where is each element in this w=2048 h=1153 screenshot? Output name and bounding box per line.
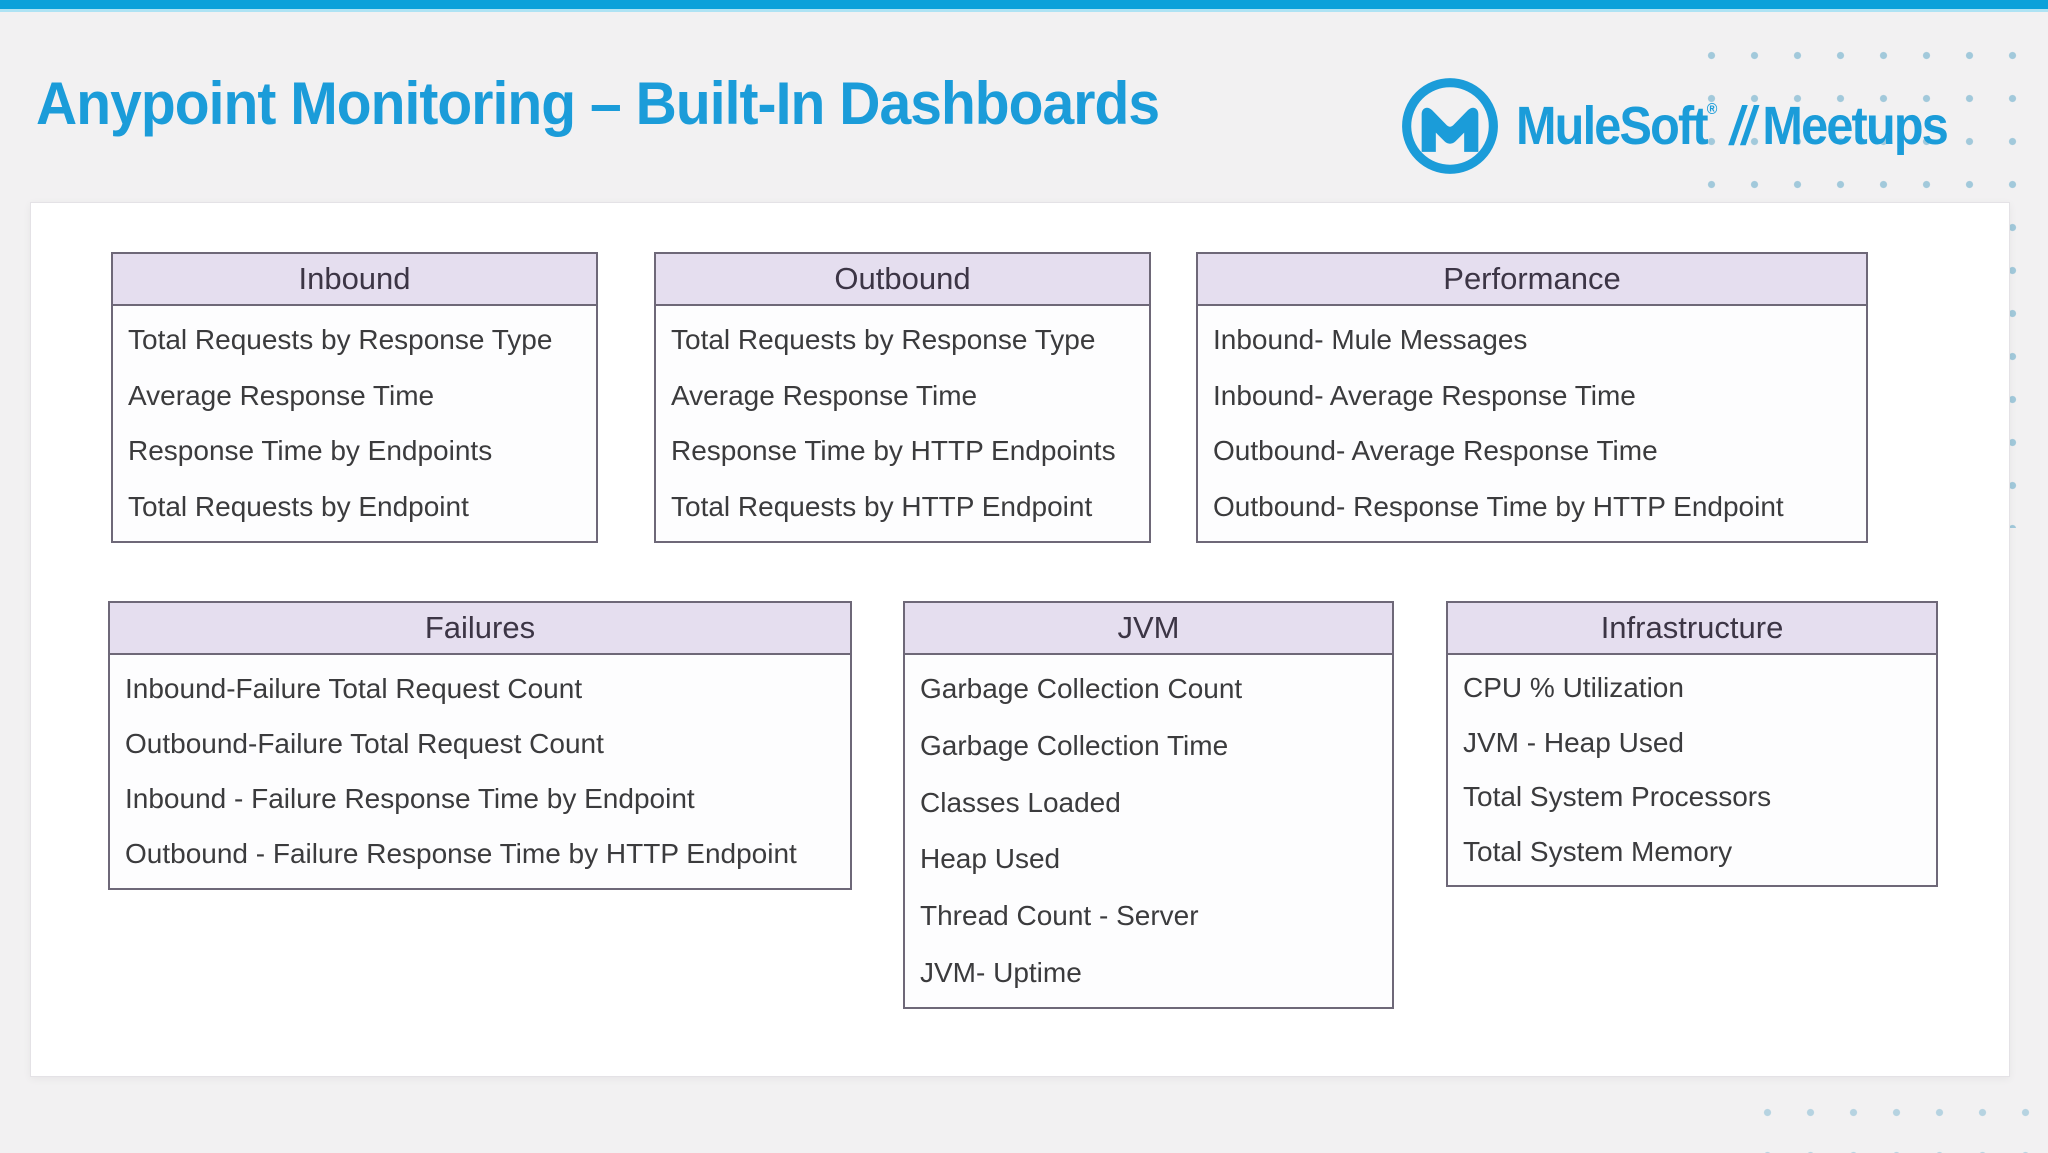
slide-title: Anypoint Monitoring – Built-In Dashboard… xyxy=(36,70,1160,137)
table-failures: Failures Inbound-Failure Total Request C… xyxy=(108,601,852,890)
table-header: Performance xyxy=(1198,254,1866,306)
table-header: Inbound xyxy=(113,254,596,306)
table-item: Total System Memory xyxy=(1463,835,1733,867)
brand-program: Meetups xyxy=(1762,96,1948,156)
brand-name: MuleSoft xyxy=(1516,96,1709,156)
table-item: Heap Used xyxy=(920,843,1061,875)
table-item: Outbound-Failure Total Request Count xyxy=(125,727,604,759)
table-item: Total System Processors xyxy=(1463,781,1772,813)
table-item: JVM - Heap Used xyxy=(1463,726,1684,758)
table-header: JVM xyxy=(905,603,1392,655)
dot-pattern-bottom-right-icon xyxy=(1746,1091,2048,1153)
table-header: Failures xyxy=(110,603,850,655)
table-item: Outbound - Failure Response Time by HTTP… xyxy=(125,838,797,870)
brand-separator: // xyxy=(1730,96,1755,156)
table-item: Thread Count - Server xyxy=(920,900,1199,932)
table-item: Inbound - Failure Response Time by Endpo… xyxy=(125,783,695,815)
table-item: Average Response Time xyxy=(128,379,435,411)
table-header: Infrastructure xyxy=(1448,603,1936,655)
table-item: Inbound-Failure Total Request Count xyxy=(125,672,583,704)
table-item: Outbound- Response Time by HTTP Endpoint xyxy=(1213,491,1784,523)
table-item: Outbound- Average Response Time xyxy=(1213,435,1658,467)
mulesoft-m-logo-icon xyxy=(1402,78,1498,174)
table-item: Inbound- Mule Messages xyxy=(1213,323,1528,355)
table-item: Total Requests by Response Type xyxy=(671,323,1096,355)
table-item: Garbage Collection Time xyxy=(920,730,1229,761)
brand-text: MuleSoft® //Meetups xyxy=(1516,95,1949,157)
table-item: Response Time by Endpoints xyxy=(128,435,493,467)
registered-mark: ® xyxy=(1706,101,1718,118)
top-accent-bar xyxy=(0,0,2048,12)
brand-lockup: MuleSoft® //Meetups xyxy=(1400,74,1995,178)
table-item: Response Time by HTTP Endpoints xyxy=(671,435,1116,467)
table-item: Inbound- Average Response Time xyxy=(1213,379,1636,411)
table-item: Total Requests by Endpoint xyxy=(128,491,469,523)
table-header: Outbound xyxy=(656,254,1149,306)
table-item: Total Requests by Response Type xyxy=(128,323,553,355)
table-item: Average Response Time xyxy=(671,379,978,411)
table-item: Total Requests by HTTP Endpoint xyxy=(671,491,1093,523)
table-item: CPU % Utilization xyxy=(1463,672,1684,704)
table-item: Classes Loaded xyxy=(920,786,1121,818)
table-item: JVM- Uptime xyxy=(920,956,1082,988)
table-outbound: Outbound Total Requests by Response Type… xyxy=(654,252,1151,543)
table-item: Garbage Collection Count xyxy=(920,673,1243,705)
